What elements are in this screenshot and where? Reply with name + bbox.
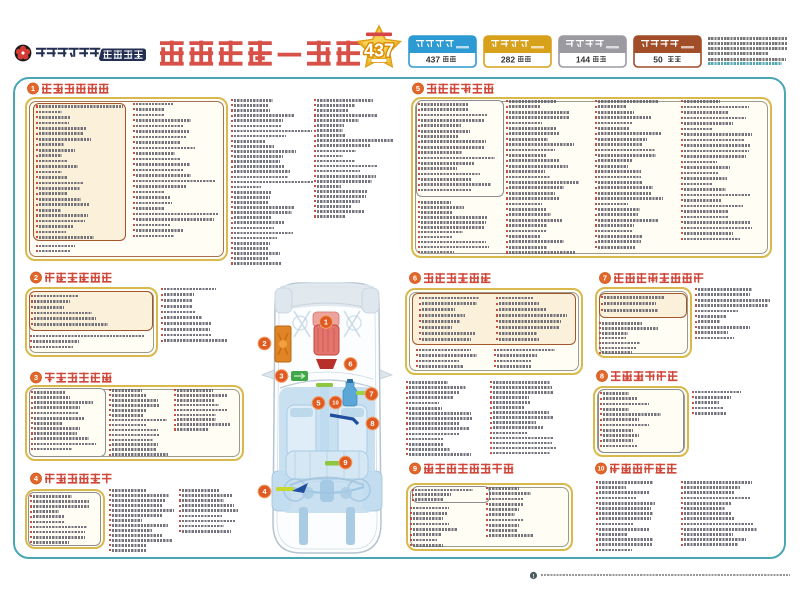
svg-text:144: 144	[576, 54, 590, 64]
svg-text:10: 10	[598, 467, 605, 473]
svg-text:8: 8	[370, 419, 374, 428]
svg-text:9: 9	[343, 458, 347, 467]
svg-text:3: 3	[279, 372, 283, 381]
svg-text:437: 437	[426, 54, 440, 64]
svg-text:!: !	[533, 574, 535, 580]
svg-text:1: 1	[324, 318, 328, 327]
svg-text:7: 7	[603, 274, 607, 283]
svg-text:9: 9	[413, 464, 417, 473]
svg-text:2: 2	[262, 339, 266, 348]
svg-text:50: 50	[653, 54, 663, 64]
svg-text:282: 282	[501, 54, 515, 64]
svg-text:3: 3	[34, 373, 38, 382]
svg-text:6: 6	[348, 360, 352, 369]
svg-text:7: 7	[369, 390, 373, 399]
svg-text:4: 4	[34, 474, 39, 483]
svg-text:4: 4	[262, 487, 267, 496]
svg-text:5: 5	[416, 84, 420, 93]
svg-text:5: 5	[316, 399, 320, 408]
svg-text:1: 1	[31, 84, 35, 93]
svg-text:437: 437	[364, 41, 394, 61]
svg-text:2: 2	[34, 273, 38, 282]
svg-text:6: 6	[413, 274, 417, 283]
svg-text:10: 10	[332, 401, 338, 407]
svg-text:8: 8	[600, 372, 604, 381]
